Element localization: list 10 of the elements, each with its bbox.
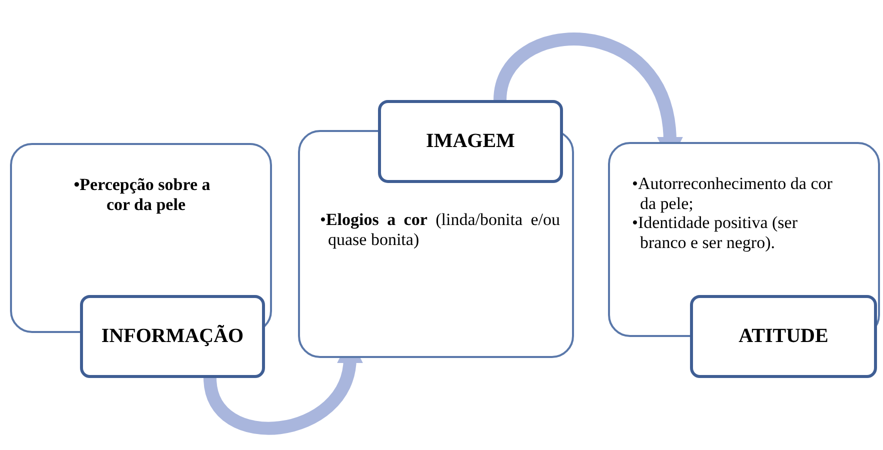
title-text: IMAGEM — [426, 130, 515, 153]
title-box — [80, 295, 265, 378]
title-text: INFORMAÇÃO — [101, 325, 244, 348]
bullet-text: •Percepção sobre a cor da pele — [72, 175, 212, 214]
bullet-text: •Autorreconhecimento da cor da pele; — [632, 174, 834, 214]
title-text: ATITUDE — [738, 325, 828, 348]
bullet-text: •Identidade positiva (ser branco e ser negro). — [632, 213, 799, 252]
title-box — [690, 295, 877, 378]
title-box — [378, 100, 563, 183]
bullet-text: •Elogios a cor (linda/bonita e/ou quase bonita) — [320, 210, 560, 250]
